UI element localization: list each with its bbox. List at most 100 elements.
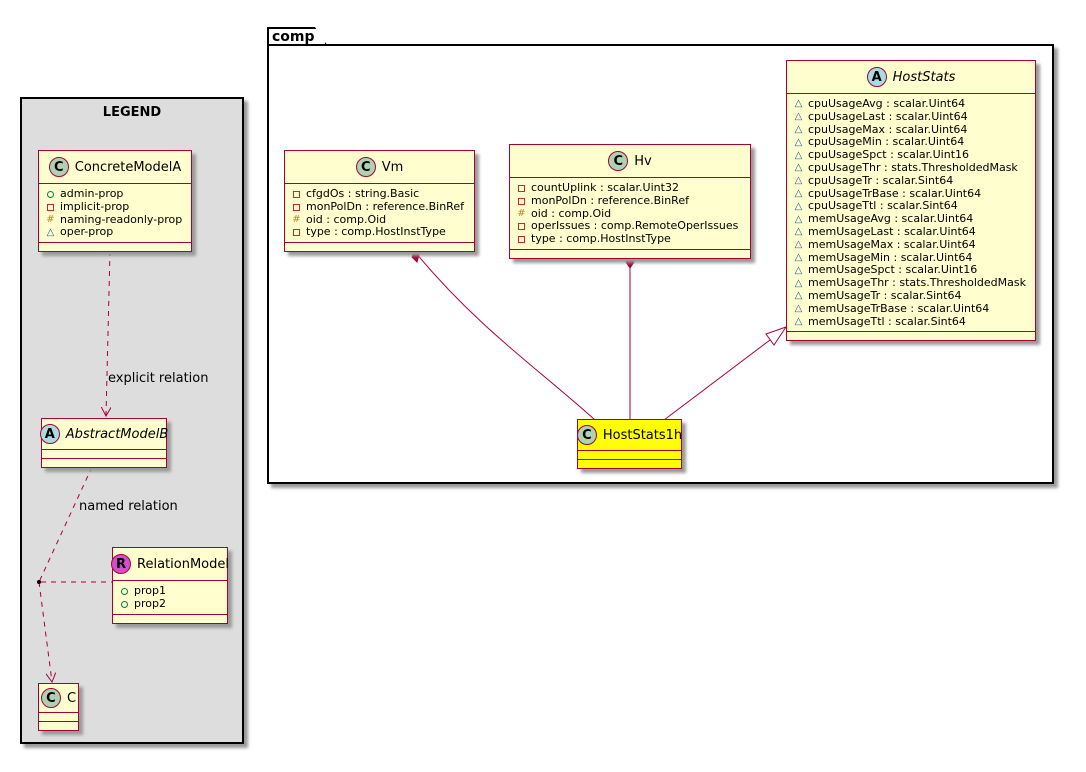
class-stereotype-icon: C	[608, 151, 629, 171]
package-visibility-icon: △	[794, 123, 803, 135]
attribute-row: #oid : comp.Oid	[292, 212, 387, 226]
class-stereotype-icon: C	[355, 157, 376, 177]
attribute-row: admin-prop	[45, 187, 185, 201]
class-concrete-model-a[interactable]: C ConcreteModelA admin-prop implicit-pro…	[38, 150, 192, 253]
attribute-row: △cpuUsageTr : scalar.Sint64	[794, 173, 954, 187]
attribute-row: monPolDn : reference.BinRef	[516, 194, 744, 208]
class-name: C	[66, 690, 77, 706]
private-visibility-icon	[293, 203, 300, 211]
package-visibility-icon: △	[46, 226, 55, 238]
package-visibility-icon: △	[794, 251, 803, 263]
explicit-relation-label: explicit relation	[108, 371, 209, 386]
attribute-row: #oid : comp.Oid	[517, 206, 612, 220]
attribute-row: △cpuUsageThr : stats.ThresholdedMask	[794, 160, 1018, 174]
class-stereotype-icon: C	[48, 157, 69, 177]
class-hv[interactable]: C Hv countUplink : scalar.Uint32 monPolD…	[509, 144, 751, 259]
inheritance-line	[663, 339, 771, 421]
class-name: Vm	[381, 159, 404, 175]
package-visibility-icon: △	[794, 290, 803, 302]
class-stereotype-icon: A	[39, 424, 60, 444]
package-visibility-icon: △	[794, 187, 803, 199]
attribute-row: △memUsageLast : scalar.Uint64	[794, 224, 976, 238]
private-visibility-icon	[518, 236, 525, 244]
class-name: AbstractModelB	[65, 426, 169, 442]
private-visibility-icon	[518, 184, 525, 192]
attribute-row: implicit-prop	[45, 200, 185, 214]
private-visibility-icon	[293, 190, 300, 198]
class-relation-model[interactable]: R RelationModel prop1 prop2	[111, 547, 229, 624]
attribute-row: △memUsageTrBase : scalar.Uint64	[794, 301, 990, 315]
package-visibility-icon: △	[794, 213, 803, 225]
vm-composition-diamond	[411, 249, 420, 263]
class-name: RelationModel	[137, 556, 229, 572]
public-visibility-icon	[121, 587, 128, 595]
package-visibility-icon: △	[794, 175, 803, 187]
class-name: HostStats1h	[602, 427, 683, 443]
hv-composition-diamond	[625, 255, 635, 269]
package-visibility-icon: △	[794, 98, 803, 110]
class-stereotype-icon: C	[40, 688, 61, 708]
attribute-row: monPolDn : reference.BinRef	[291, 200, 468, 214]
attribute-row: △cpuUsageTrBase : scalar.Uint64	[794, 186, 982, 200]
private-visibility-icon	[293, 229, 300, 237]
attribute-row: △cpuUsageMax : scalar.Uint64	[794, 122, 968, 136]
package-visibility-icon: △	[794, 136, 803, 148]
class-stereotype-icon: R	[111, 554, 132, 574]
explicit-relation-line	[106, 250, 110, 416]
package-visibility-icon: △	[794, 277, 803, 289]
class-vm[interactable]: C Vm cfgdOs : string.Basic monPolDn : re…	[284, 150, 475, 253]
legend-title: LEGEND	[102, 105, 162, 120]
attribute-row: △memUsageSpct : scalar.Uint16	[794, 263, 978, 277]
vm-composition-line	[414, 251, 596, 421]
attribute-row: prop1	[119, 584, 221, 598]
attribute-row: △memUsageMax : scalar.Uint64	[794, 237, 976, 251]
class-stereotype-icon: C	[576, 425, 597, 445]
public-visibility-icon	[121, 600, 128, 608]
attribute-row: △memUsageTtl : scalar.Sint64	[794, 314, 966, 328]
package-visibility-icon: △	[794, 315, 803, 327]
attribute-row: △oper-prop	[46, 225, 114, 239]
attribute-row: prop2	[119, 597, 221, 611]
class-host-stats-1h[interactable]: C HostStats1h	[576, 419, 683, 469]
attribute-row: △memUsageAvg : scalar.Uint64	[794, 212, 974, 226]
named-relation-line-lower	[38, 581, 52, 682]
protected-visibility-icon: #	[46, 213, 55, 225]
attribute-row: △cpuUsageSpct : scalar.Uint16	[794, 148, 970, 162]
attribute-row: cfgdOs : string.Basic	[291, 187, 468, 201]
attribute-row: countUplink : scalar.Uint32	[516, 181, 744, 195]
class-abstract-model-b[interactable]: A AbstractModelB	[39, 418, 169, 468]
public-visibility-icon	[47, 190, 54, 198]
attribute-row: △cpuUsageAvg : scalar.Uint64	[794, 97, 966, 110]
attribute-row: △cpuUsageLast : scalar.Uint64	[794, 109, 968, 123]
package-visibility-icon: △	[794, 200, 803, 212]
private-visibility-icon	[518, 197, 525, 205]
class-name: ConcreteModelA	[74, 159, 182, 175]
package-visibility-icon: △	[794, 303, 803, 315]
protected-visibility-icon: #	[292, 213, 301, 225]
private-visibility-icon	[518, 223, 525, 231]
package-visibility-icon: △	[794, 226, 803, 238]
class-host-stats[interactable]: A HostStats △cpuUsageAvg : scalar.Uint64…	[786, 60, 1036, 342]
class-name: HostStats	[892, 69, 956, 85]
class-name: Hv	[634, 153, 652, 169]
private-visibility-icon	[47, 203, 54, 211]
package-visibility-icon: △	[794, 239, 803, 251]
attribute-row: △memUsageMin : scalar.Uint64	[794, 250, 973, 264]
protected-visibility-icon: #	[517, 207, 526, 219]
package-name: comp	[272, 29, 315, 45]
attribute-row: △memUsageTr : scalar.Sint64	[794, 288, 962, 302]
association-junction-dot	[37, 580, 41, 584]
package-visibility-icon: △	[794, 264, 803, 276]
attribute-row: #naming-readonly-prop	[46, 212, 183, 226]
attribute-row: type : comp.HostInstType	[516, 232, 744, 246]
named-relation-line-upper	[38, 466, 93, 583]
attribute-row: type : comp.HostInstType	[291, 226, 468, 239]
attribute-row: operIssues : comp.RemoteOperIssues	[516, 220, 744, 233]
package-visibility-icon: △	[794, 149, 803, 161]
attribute-row: △memUsageThr : stats.ThresholdedMask	[794, 276, 1027, 290]
named-relation-label: named relation	[79, 499, 178, 514]
class-c[interactable]: C C	[38, 683, 79, 731]
package-visibility-icon: △	[794, 111, 803, 123]
attribute-row: △cpuUsageMin : scalar.Uint64	[794, 135, 965, 149]
